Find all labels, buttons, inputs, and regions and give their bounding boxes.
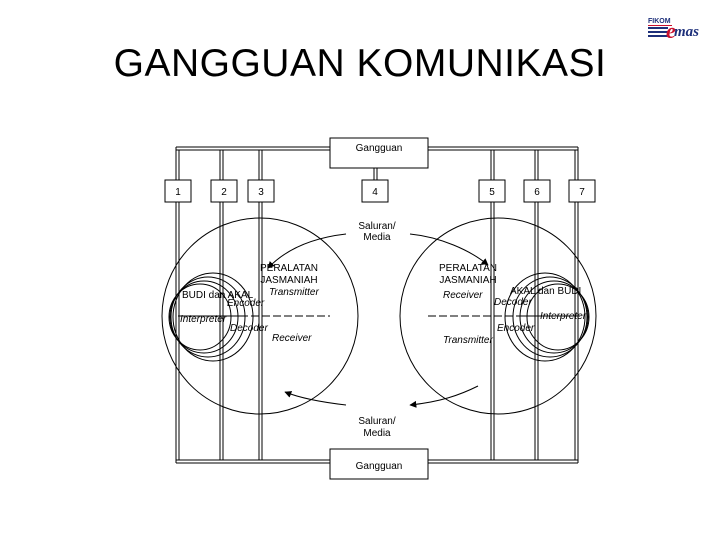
right-interpreter-label: Interpreter [540,311,587,322]
logo-e: e [666,18,676,43]
left-mind-circle-3 [169,280,239,354]
logo-divider [648,25,672,26]
left-mind-circle-1 [172,272,254,362]
right-mind-label: AKAL dan BUDI [510,286,581,297]
channel-curve-top-left [267,233,347,269]
left-outer-circle [161,217,359,415]
noise-box-top [329,137,429,169]
left-decoder-label: Decoder [230,323,268,334]
noise-box-bottom [329,448,429,480]
number-box-3 [247,179,275,203]
channel-bottom-line-1: Saluran/ [358,416,395,427]
fikom-emas-logo: FIKOM e mas [646,18,708,48]
channel-top-line-1: Saluran/ [358,221,395,232]
left-receiver-label: Receiver [272,333,312,344]
left-encoder-label: Encoder [227,298,265,309]
number-box-6 [523,179,551,203]
logo-mas: mas [674,24,700,40]
number-box-2 [210,179,238,203]
number-3: 3 [258,187,264,198]
left-mind-circle-4 [168,283,232,351]
noise-label-bottom: Gangguan [356,461,403,472]
right-encoder-label: Encoder [497,323,535,334]
number-1: 1 [175,187,181,198]
number-box-1 [164,179,192,203]
right-mind-circle-3 [519,280,589,354]
number-5: 5 [489,187,495,198]
right-physical-line-1: PERALATAN [439,263,497,274]
number-box-5 [478,179,506,203]
number-4: 4 [372,187,378,198]
logo-subtitle-lines [648,27,668,41]
right-transmitter-label: Transmitter [443,335,493,346]
right-mind-circle-1 [504,272,586,362]
number-6: 6 [534,187,540,198]
number-box-7 [568,179,596,203]
channel-curve-bottom-left [284,391,347,406]
logo-brand: FIKOM [648,18,671,25]
right-receiver-label: Receiver [443,290,483,301]
channel-curve-top-right [409,233,489,266]
right-outer-circle [399,217,597,415]
left-mind-circle-2 [170,276,246,358]
left-physical-line-1: PERALATAN [260,263,318,274]
right-mind-circle-2 [512,276,588,358]
left-physical-line-2: JASMANIAH [260,275,317,286]
channel-bottom-line-2: Media [363,428,391,439]
right-mind-circle-4 [526,283,590,351]
number-box-4 [361,179,389,203]
left-transmitter-label: Transmitter [269,287,319,298]
number-2: 2 [221,187,227,198]
right-decoder-label: Decoder [494,297,532,308]
page-title: GANGGUAN KOMUNIKASI [113,42,607,85]
left-interpreter-label: Interpreter [180,314,227,325]
channel-curve-bottom-right [409,385,479,408]
left-mind-label: BUDI dan AKAL [182,290,254,301]
noise-label-top: Gangguan [356,143,403,154]
number-7: 7 [579,187,585,198]
right-physical-line-2: JASMANIAH [439,275,496,286]
channel-top-line-2: Media [363,232,391,243]
